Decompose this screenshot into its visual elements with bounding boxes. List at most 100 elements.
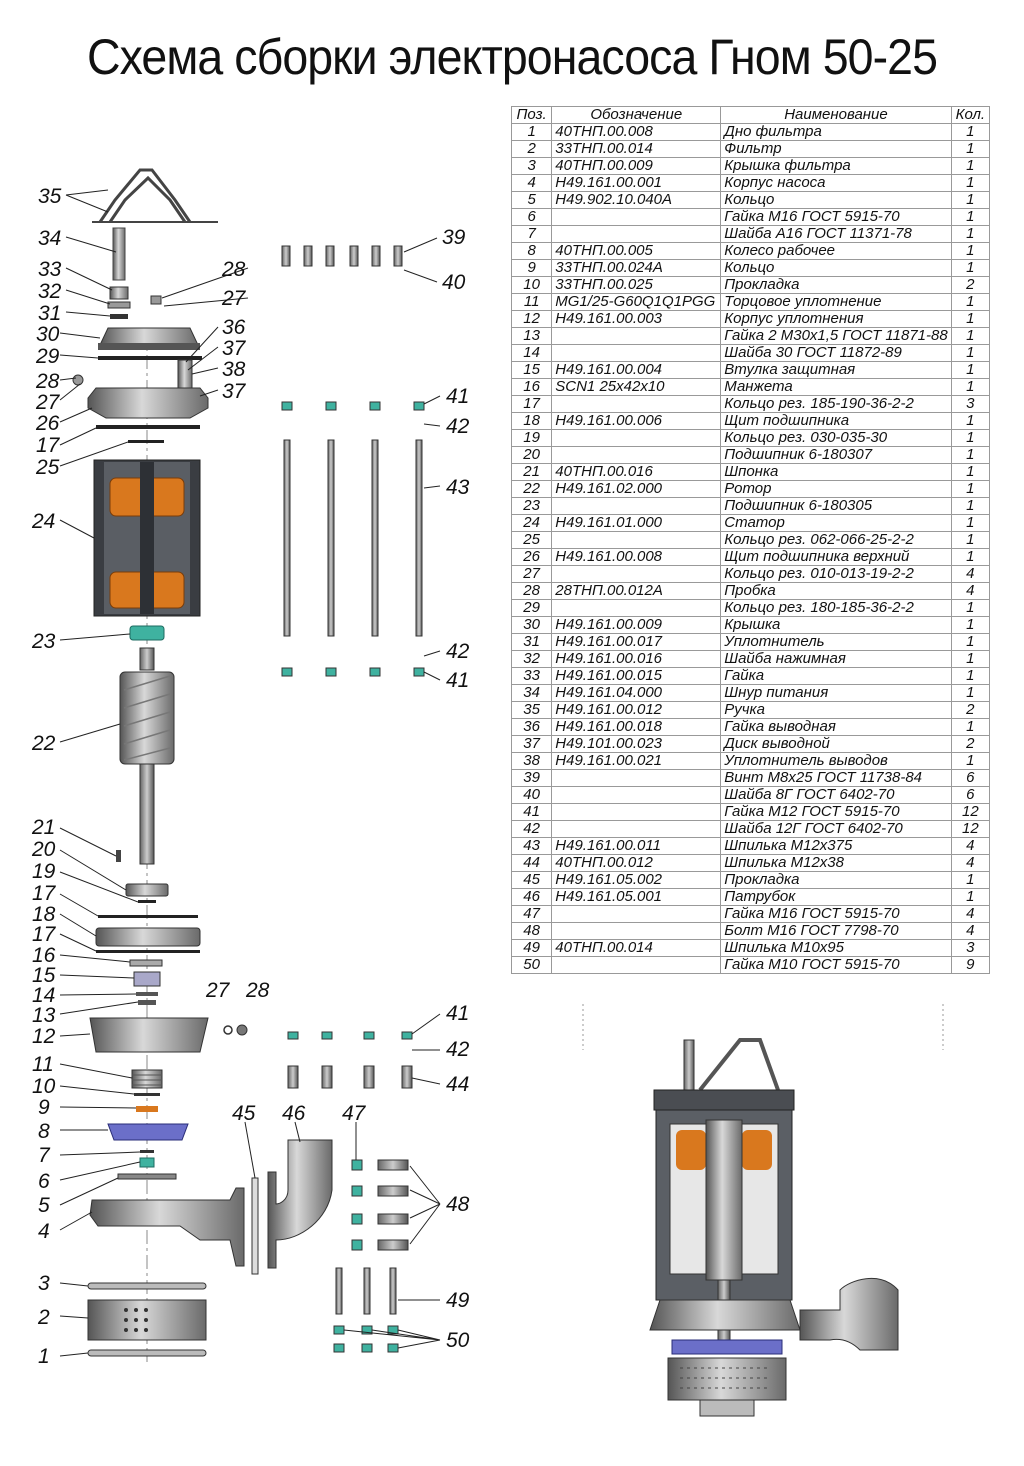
cell-name: Щит подшипника верхний	[720, 548, 952, 566]
cell-qty: 4	[950, 837, 991, 855]
cell-name: Гайка М16 ГОСТ 5915-70	[720, 905, 952, 923]
cell-name: Гайка М12 ГОСТ 5915-70	[720, 803, 952, 821]
cell-pos: 43	[510, 837, 553, 855]
cell-qty: 1	[950, 429, 991, 447]
callout-21: 21	[31, 816, 55, 839]
cell-name: Подшипник 6-180307	[720, 446, 952, 464]
bolts-part	[351, 1159, 409, 1251]
cell-designation: Н49.161.00.018	[551, 718, 722, 736]
cell-designation	[551, 429, 722, 447]
rubber-ring-part	[128, 440, 164, 443]
cell-qty: 1	[950, 191, 991, 209]
callout-9: 9	[38, 1096, 50, 1119]
cell-pos: 38	[510, 752, 553, 770]
bearing-shield-part	[95, 927, 201, 947]
cell-name: Кольцо рез. 062-066-25-2-2	[720, 531, 952, 549]
cell-qty: 1	[950, 293, 991, 311]
cell-pos: 10	[510, 276, 553, 294]
bearing-part	[129, 625, 165, 641]
cell-qty: 12	[950, 803, 991, 821]
cell-pos: 49	[510, 939, 553, 957]
cell-pos: 6	[510, 208, 553, 226]
cell-qty: 3	[950, 395, 991, 413]
cell-designation: 33ТНП.00.025	[551, 276, 722, 294]
gasket-part	[134, 1093, 160, 1096]
cell-name: Уплотнитель	[720, 633, 952, 651]
rubber-ring-part	[98, 356, 202, 360]
plug-part	[150, 295, 162, 305]
callout-2: 2	[37, 1306, 50, 1329]
cell-name: Крышка фильтра	[720, 157, 952, 175]
cell-designation: 40ТНП.00.008	[551, 123, 722, 141]
cell-name: Уплотнитель выводов	[720, 752, 952, 770]
callout-28: 28	[221, 258, 246, 281]
cell-designation: 33ТНП.00.014	[551, 140, 722, 158]
key-part	[116, 850, 121, 862]
nut-part	[139, 1157, 155, 1168]
cell-name: Шпилька М12х38	[720, 854, 952, 872]
cell-designation	[551, 446, 722, 464]
callout-45: 45	[232, 1102, 256, 1125]
nut-part	[138, 1000, 156, 1005]
cell-designation: Н49.161.01.000	[551, 514, 722, 532]
cell-designation	[551, 565, 722, 583]
cell-designation: Н49.161.00.015	[551, 667, 722, 685]
rubber-ring-part	[98, 915, 198, 918]
header-designation: Обозначение	[551, 106, 722, 124]
callout-48: 48	[446, 1193, 470, 1216]
cell-designation: 40ТНП.00.016	[551, 463, 722, 481]
callout-32: 32	[38, 280, 62, 303]
cell-pos: 16	[510, 378, 553, 396]
cell-qty: 1	[950, 684, 991, 702]
cell-pos: 2	[510, 140, 553, 158]
cell-pos: 46	[510, 888, 553, 906]
callout-16: 16	[32, 944, 56, 967]
power-cord-part	[112, 227, 126, 281]
cell-qty: 1	[950, 123, 991, 141]
cell-designation	[551, 208, 722, 226]
callout-13: 13	[32, 1004, 56, 1027]
cell-qty: 2	[950, 735, 991, 753]
cell-qty: 1	[950, 174, 991, 192]
cell-qty: 1	[950, 463, 991, 481]
cell-qty: 2	[950, 701, 991, 719]
cell-pos: 32	[510, 650, 553, 668]
gasket-part	[251, 1177, 259, 1275]
cell-designation: 28ТНП.00.012А	[551, 582, 722, 600]
cell-pos: 29	[510, 599, 553, 617]
callout-37: 37	[222, 380, 247, 403]
callout-23: 23	[31, 630, 56, 653]
cell-qty: 1	[950, 480, 991, 498]
cell-pos: 23	[510, 497, 553, 515]
cell-name: Шпилька М12х375	[720, 837, 952, 855]
cell-name: Крышка	[720, 616, 952, 634]
nut-part	[109, 286, 129, 300]
callout-28: 28	[35, 370, 60, 393]
cell-name: Шайба нажимная	[720, 650, 952, 668]
cell-pos: 22	[510, 480, 553, 498]
cell-designation	[551, 956, 722, 974]
cell-pos: 41	[510, 803, 553, 821]
cell-name: Кольцо	[720, 259, 952, 277]
cell-qty: 1	[950, 140, 991, 158]
bearing-part	[125, 883, 169, 897]
cell-pos: 5	[510, 191, 553, 209]
cell-pos: 42	[510, 820, 553, 838]
cell-pos: 47	[510, 905, 553, 923]
cell-name: Кольцо рез. 180-185-36-2-2	[720, 599, 952, 617]
